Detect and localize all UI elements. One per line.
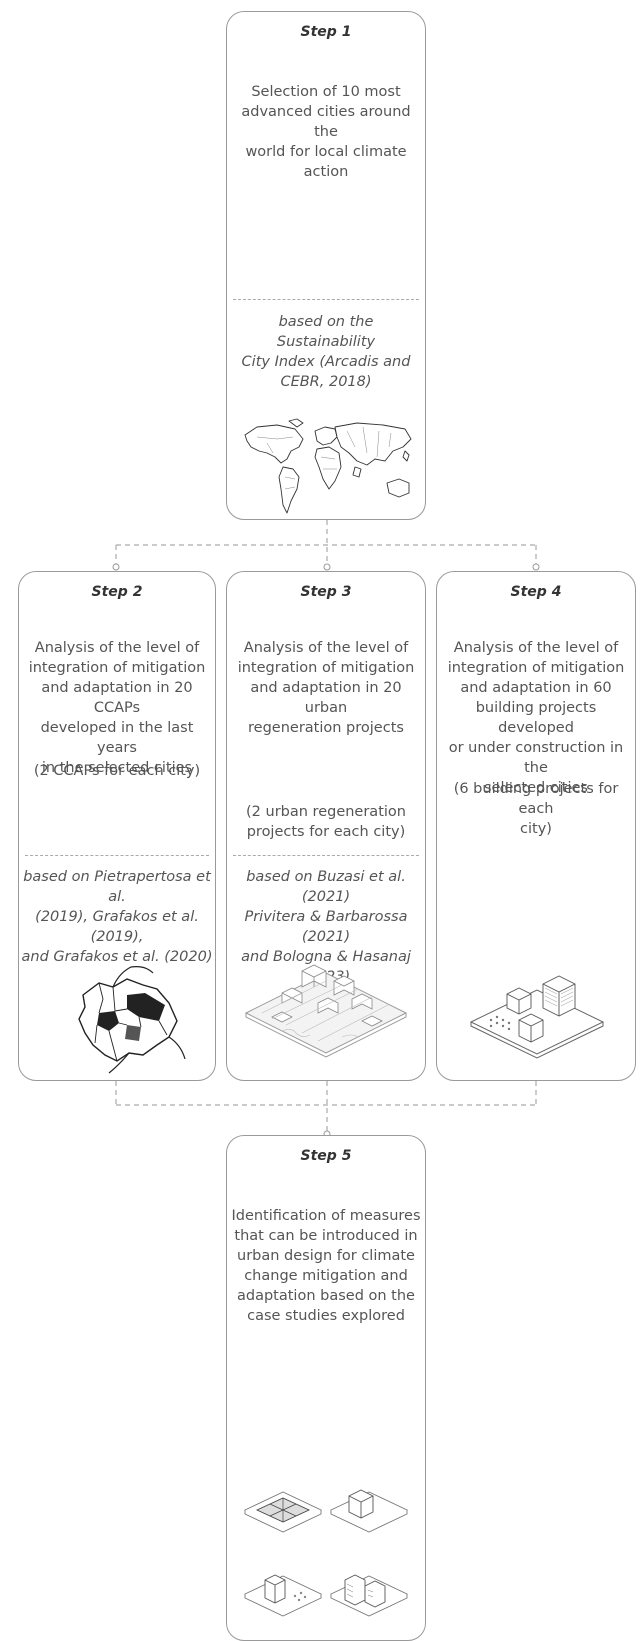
step-2-reference: based on Pietrapertosa et al. (2019), Gr… [21,869,213,965]
building-block-isometric-icon [469,975,605,1059]
step-2-description: Analysis of the level of integration of … [28,640,206,776]
step-1-divider [233,299,419,300]
step-2-note: (2 CCAPs for each city) [33,763,201,779]
step-1-title: Step 1 [300,24,352,40]
step-5-description: Identification of measures that can be i… [231,1208,421,1324]
step-3-title: Step 3 [300,584,352,600]
step-5-title: Step 5 [300,1148,352,1164]
step-4-note: (6 building projects for each city) [453,781,619,837]
step-3-note: (2 urban regeneration projects for each … [246,804,406,840]
step-1-reference: based on the Sustainability City Index (… [241,314,411,390]
city-districts-map-icon [78,966,186,1074]
step-3-description: Analysis of the level of integration of … [237,640,415,736]
step-2-divider [25,855,209,856]
step-4-title: Step 4 [510,584,562,600]
step-2-box: Step 2 Analysis of the level of integrat… [18,571,216,1081]
step-4-description: Analysis of the level of integration of … [447,640,625,796]
step-2-title: Step 2 [91,584,143,600]
step-3-divider [233,855,419,856]
step-1-box: Step 1 Selection of 10 most advanced cit… [226,11,426,520]
step-5-box: Step 5 Identification of measures that c… [226,1135,426,1641]
step-4-box: Step 4 Analysis of the level of integrat… [436,571,636,1081]
step-1-description: Selection of 10 most advanced cities aro… [241,84,411,180]
world-map-icon [244,418,412,514]
urban-district-isometric-icon [244,964,408,1058]
step-3-box: Step 3 Analysis of the level of integrat… [226,571,426,1081]
urban-design-measures-icon [243,1489,409,1617]
